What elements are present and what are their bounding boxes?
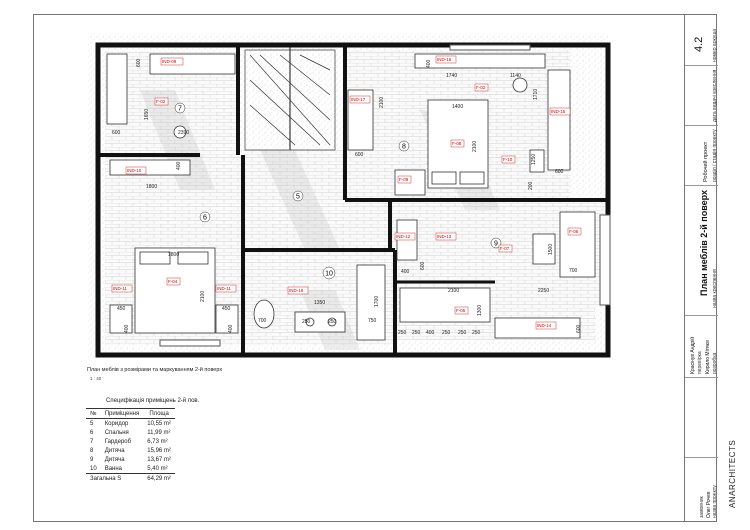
svg-text:1140: 1140: [510, 73, 521, 79]
svg-text:1740: 1740: [446, 73, 457, 79]
bathtub: [356, 264, 386, 341]
svg-text:IND-09: IND-09: [162, 59, 177, 64]
tags: IND-09 F-02 IND-10 IND-11 F-04 IND-11 IN…: [111, 55, 582, 330]
svg-text:400: 400: [426, 59, 432, 68]
svg-text:F-09: F-09: [399, 177, 409, 182]
svg-text:F-08: F-08: [452, 141, 462, 146]
title-block: номер аркуша 4.2 дата видачі креслення р…: [684, 14, 718, 522]
drawing-title: План меблів 2-й поверх: [699, 189, 709, 296]
svg-text:IND-15: IND-15: [551, 109, 566, 114]
svg-text:700: 700: [258, 318, 267, 324]
svg-text:F-05: F-05: [456, 308, 466, 313]
sheet-number-cell: номер аркуша 4.2: [685, 14, 718, 66]
svg-text:1800: 1800: [146, 184, 157, 190]
svg-text:450: 450: [222, 306, 231, 312]
svg-text:250: 250: [398, 330, 407, 336]
svg-text:2100: 2100: [379, 97, 385, 108]
svg-text:6: 6: [203, 215, 207, 222]
svg-text:IND-13: IND-13: [437, 234, 452, 239]
svg-text:1700: 1700: [374, 296, 380, 307]
svg-text:IND-14: IND-14: [537, 323, 552, 328]
svg-text:2100: 2100: [472, 141, 478, 152]
svg-text:450: 450: [117, 306, 126, 312]
svg-text:IND-11: IND-11: [113, 286, 127, 291]
svg-text:F-02: F-02: [156, 99, 166, 104]
svg-text:250: 250: [302, 319, 311, 325]
svg-text:1800: 1800: [168, 252, 179, 258]
svg-text:400: 400: [124, 324, 130, 333]
drawing-sheet: [33, 14, 717, 522]
svg-text:400: 400: [401, 269, 410, 275]
svg-text:200: 200: [528, 181, 534, 190]
svg-text:1300: 1300: [477, 305, 483, 316]
windows: [159, 44, 611, 347]
svg-text:600: 600: [420, 261, 426, 270]
sheet-number: 4.2: [693, 36, 705, 52]
svg-text:250: 250: [458, 330, 467, 336]
svg-text:IND-11: IND-11: [217, 286, 231, 291]
svg-text:2390: 2390: [178, 130, 189, 136]
svg-text:IND-12: IND-12: [396, 234, 411, 239]
spec-header: №: [86, 408, 101, 419]
room-numbers: 5 6 7 8 9 10: [174, 102, 502, 280]
svg-text:250: 250: [412, 330, 421, 336]
plan-scale: 1 : 40: [90, 376, 102, 381]
svg-text:IND-17: IND-17: [351, 97, 366, 102]
floor-plan: 5 6 7 8 9 10 IND-09 F-02 IND-10 IND-11 F…: [88, 33, 611, 358]
svg-text:400: 400: [228, 324, 234, 333]
svg-text:1350: 1350: [314, 300, 325, 306]
dimensions: 600 1650 600 2390 400 1800 1800 2100 450…: [112, 58, 582, 336]
spec-header: Приміщення: [100, 408, 144, 419]
svg-text:F-06: F-06: [569, 229, 579, 234]
plan-caption: План меблів з розмірами та маркуванням 2…: [87, 367, 223, 373]
svg-text:600: 600: [112, 130, 121, 136]
svg-text:1500: 1500: [548, 244, 554, 255]
svg-text:2100: 2100: [448, 288, 459, 294]
svg-text:1400: 1400: [452, 104, 463, 110]
svg-text:750: 750: [368, 318, 377, 324]
svg-text:10: 10: [325, 271, 333, 278]
svg-text:F-07: F-07: [500, 246, 510, 251]
svg-text:600: 600: [576, 324, 582, 333]
svg-text:1710: 1710: [533, 89, 539, 100]
svg-text:250: 250: [328, 319, 337, 325]
svg-text:400: 400: [426, 330, 435, 336]
svg-text:7: 7: [178, 106, 182, 113]
svg-text:2250: 2250: [538, 288, 549, 294]
room-spec: Специфікація приміщень 2-й пов. № Приміщ…: [86, 398, 199, 483]
svg-text:250: 250: [472, 330, 481, 336]
svg-text:F-10: F-10: [503, 157, 513, 162]
svg-text:600: 600: [136, 58, 142, 67]
svg-text:5: 5: [296, 194, 300, 201]
svg-text:600: 600: [555, 169, 564, 175]
spec-header: Площа: [143, 408, 175, 419]
svg-text:IND-16: IND-16: [437, 57, 452, 62]
svg-text:700: 700: [569, 268, 578, 274]
svg-text:IND-18: IND-18: [289, 288, 304, 293]
svg-text:250: 250: [442, 330, 451, 336]
svg-text:1650: 1650: [144, 109, 150, 120]
svg-text:9: 9: [494, 241, 498, 248]
walls: [95, 42, 611, 358]
spec-title: Специфікація приміщень 2-й пов.: [106, 398, 200, 404]
svg-text:8: 8: [402, 144, 406, 151]
brand-logo: ANARCHITECTS: [728, 439, 737, 508]
staircase: [244, 49, 336, 151]
svg-text:600: 600: [355, 152, 364, 158]
svg-text:2100: 2100: [200, 291, 206, 302]
svg-text:400: 400: [176, 161, 182, 170]
svg-text:F-04: F-04: [168, 279, 178, 284]
svg-text:1250: 1250: [531, 154, 537, 165]
svg-text:F-02: F-02: [476, 85, 486, 90]
svg-text:IND-10: IND-10: [127, 168, 142, 173]
